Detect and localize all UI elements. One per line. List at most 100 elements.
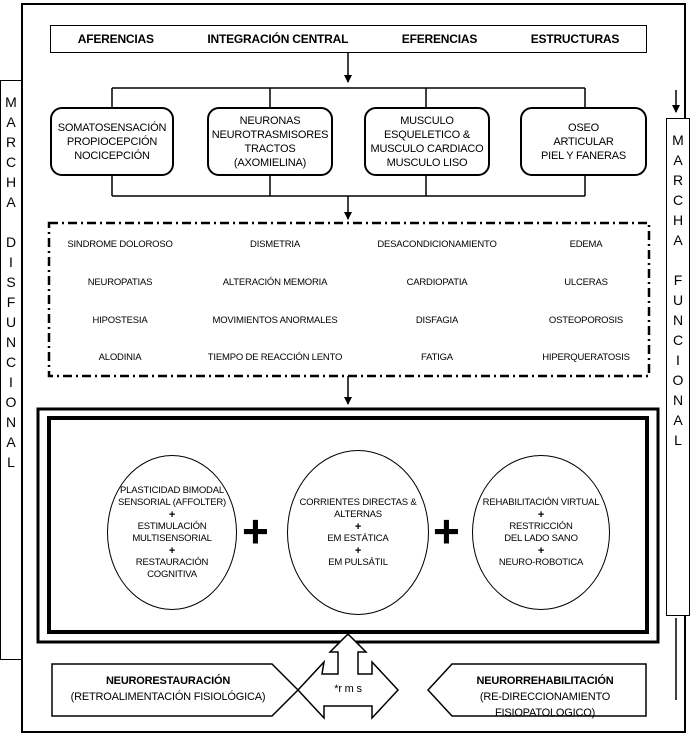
box-line: NEUROTRASMISORES <box>211 128 329 141</box>
big-plus-right: + <box>433 505 460 557</box>
rms-label: *r m s <box>334 683 362 695</box>
vertical-letter: A <box>673 232 683 248</box>
neurorrehabilitacion-label: NEURORREHABILITACIÓN (RE-DIRECCIONAMIENT… <box>442 673 648 721</box>
condition-item: DISFAGIA <box>415 315 459 326</box>
conditions-box <box>47 221 651 378</box>
vertical-letter: I <box>676 352 680 368</box>
condition-item: HIPERQUERATOSIS <box>542 352 630 363</box>
vertical-letter: F <box>673 272 683 288</box>
neurorestauracion-label: NEURORESTAURACIÓN (RETROALIMENTACIÓN FIS… <box>58 673 278 705</box>
vertical-letter: C <box>672 192 684 208</box>
box-line: MUSCULO CARDIACO <box>370 142 484 155</box>
vertical-letter: C <box>672 332 684 348</box>
condition-item: DESACONDICIONAMIENTO <box>377 239 497 250</box>
neurorestauracion-subtitle: (RETROALIMENTACIÓN FISIOLÓGICA) <box>70 691 266 703</box>
condition-item: OSTEOPOROSIS <box>548 315 624 326</box>
box-line: TRACTOS (AXOMIELINA) <box>233 142 307 169</box>
vertical-letter: A <box>6 194 16 210</box>
vertical-letter: A <box>6 434 16 450</box>
circle-plus: + <box>537 508 545 521</box>
circle-neurorrehabilitacion: REHABILITACIÓN VIRTUAL + RESTRICCIÓN DEL… <box>472 455 610 610</box>
vertical-letter: A <box>673 412 683 428</box>
neurorestauracion-title: NEURORESTAURACIÓN <box>105 675 231 687</box>
box-line: MUSCULO LISO <box>386 156 468 169</box>
vertical-letter: I <box>9 254 13 270</box>
header-integracion-central: INTEGRACIÓN CENTRAL <box>207 32 349 46</box>
circle-line: CORRIENTES DIRECTAS & <box>299 496 417 508</box>
vertical-letter: N <box>672 392 684 408</box>
left-label-box <box>0 80 22 660</box>
vertical-letter: D <box>5 234 17 250</box>
circle-corrientes: CORRIENTES DIRECTAS & ALTERNAS + EM ESTÁ… <box>287 450 429 615</box>
circle-line: EM ESTÁTICA <box>327 532 389 544</box>
header-eferencias: EFERENCIAS <box>401 32 478 46</box>
vertical-letter: N <box>5 414 17 430</box>
vertical-letter: H <box>672 212 684 228</box>
header-estructuras: ESTRUCTURAS <box>530 32 620 46</box>
circle-line: MULTISENSORIAL <box>132 532 212 544</box>
condition-item: FATIGA <box>421 352 453 363</box>
vertical-letter: O <box>672 372 684 388</box>
vertical-letter: R <box>5 134 17 150</box>
condition-item: CARDIOPATIA <box>406 277 468 288</box>
vertical-letter: M <box>672 132 684 148</box>
box-line: SOMATOSENSACIÓN <box>57 121 167 134</box>
box-line: PIEL Y FANERAS <box>540 149 627 162</box>
condition-item: ALODINIA <box>98 352 142 363</box>
vertical-letter: L <box>7 454 15 470</box>
circle-line: REHABILITACIÓN VIRTUAL <box>482 496 600 508</box>
circle-line: ALTERNAS <box>334 508 382 520</box>
big-plus-left: + <box>242 505 269 557</box>
vertical-letter: A <box>6 114 16 130</box>
condition-item: ULCERAS <box>564 277 608 288</box>
box-line: NOCICEPCIÓN <box>74 149 150 162</box>
condition-item: EDEMA <box>569 239 603 250</box>
vertical-letter: O <box>5 394 17 410</box>
central-double-arrow <box>296 632 400 720</box>
vertical-letter: F <box>6 294 16 310</box>
neurorrehabilitacion-title: NEURORREHABILITACIÓN <box>476 675 614 687</box>
box-aferencias: SOMATOSENSACIÓN PROPIOCEPCIÓN NOCICEPCIÓ… <box>50 107 174 176</box>
vertical-letter: U <box>672 292 684 308</box>
box-eferencias: MUSCULO ESQUELETICO & MUSCULO CARDIACO M… <box>364 107 490 176</box>
neurorrehabilitacion-subtitle: (RE-DIRECCIONAMIENTO FISIOPATOLOGICO) <box>479 691 611 719</box>
circle-plus: + <box>168 508 176 521</box>
condition-item: ALTERACIÓN MEMORIA <box>222 277 328 288</box>
circle-line: RESTAURACIÓN <box>135 556 209 568</box>
condition-item: HIPOSTESIA <box>92 315 148 326</box>
circle-plus: + <box>354 544 362 557</box>
box-line: NEURONAS <box>239 114 301 127</box>
condition-item: NEUROPATIAS <box>87 277 153 288</box>
circle-line: COGNITIVA <box>147 568 197 580</box>
header-bar: AFERENCIAS INTEGRACIÓN CENTRAL EFERENCIA… <box>50 25 647 53</box>
condition-item: TIEMPO DE REACCIÓN LENTO <box>207 352 343 363</box>
circle-neurorestauracion: PLASTICIDAD BIMODAL SENSORIAL (AFFOLTER)… <box>107 455 237 610</box>
vertical-letter: C <box>5 354 17 370</box>
vertical-letter: N <box>672 312 684 328</box>
box-line: PROPIOCEPCIÓN <box>66 135 158 148</box>
vertical-letter: N <box>5 334 17 350</box>
header-aferencias: AFERENCIAS <box>77 32 154 46</box>
vertical-letter: L <box>674 432 682 448</box>
box-line: ARTICULAR <box>553 135 614 148</box>
circle-line: PLASTICIDAD BIMODAL <box>120 484 224 496</box>
circle-line: DEL LADO SANO <box>504 532 578 544</box>
circle-plus: + <box>168 544 176 557</box>
right-label-box <box>666 118 690 616</box>
box-line: MUSCULO ESQUELETICO & <box>383 114 471 141</box>
vertical-letter: H <box>5 174 17 190</box>
vertical-letter: R <box>672 172 684 188</box>
condition-item: MOVIMIENTOS ANORMALES <box>212 315 338 326</box>
circle-line: ESTIMULACIÓN <box>137 520 207 532</box>
vertical-letter: U <box>5 314 17 330</box>
circle-line: SENSORIAL (AFFOLTER) <box>118 496 226 508</box>
vertical-letter: A <box>673 152 683 168</box>
box-integracion: NEURONAS NEUROTRASMISORES TRACTOS (AXOMI… <box>207 107 333 176</box>
circle-line: EM PULSÁTIL <box>328 556 388 568</box>
vertical-letter: C <box>5 154 17 170</box>
vertical-letter: I <box>9 374 13 390</box>
therapy-inner-frame <box>47 416 649 634</box>
neurorestauracion-shape <box>51 663 300 717</box>
